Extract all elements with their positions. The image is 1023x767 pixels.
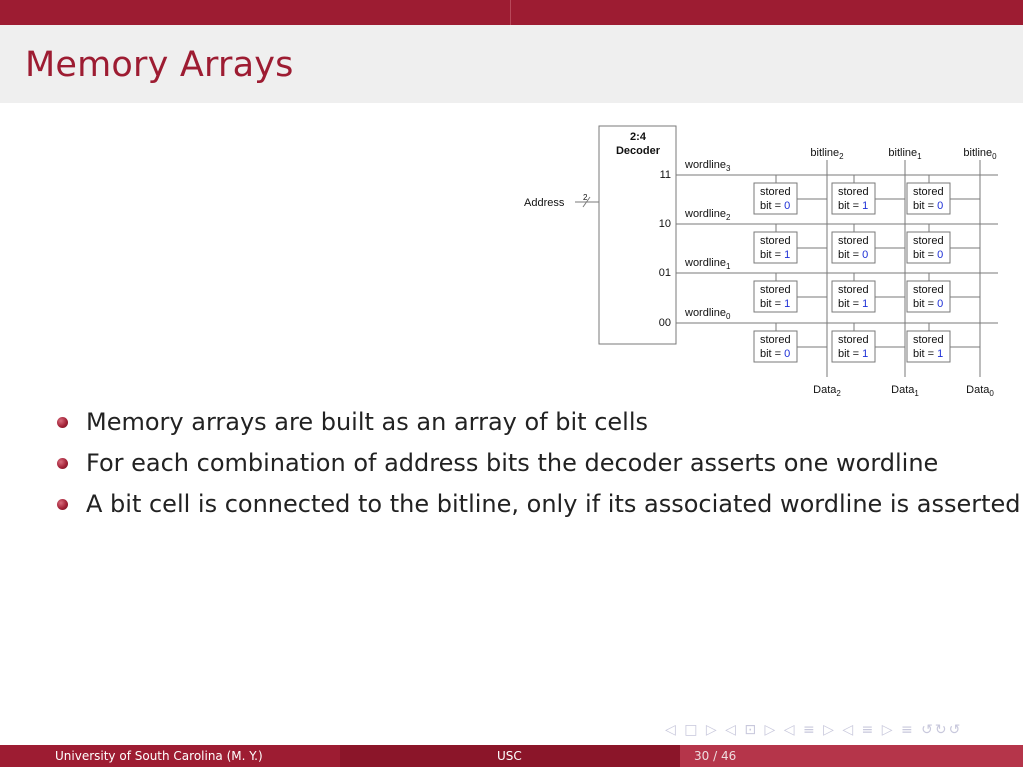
memory-array-diagram: 2:4 Decoder Address 2 11 10 01 00 wordline3… <box>524 125 998 398</box>
bit-cell: stored bit = 0 <box>831 224 905 264</box>
data-output-label: Data2 <box>813 384 841 398</box>
bullet-text: For each combination of address bits the… <box>86 449 939 477</box>
bit-cell-word: stored <box>838 235 869 247</box>
bit-cell: stored bit = 0 <box>906 175 980 215</box>
wordline-label: wordline1 <box>684 257 731 271</box>
beamer-navigation-icons[interactable]: ◁ □ ▷ ◁ ⊡ ▷ ◁ ≡ ▷ ◁ ≡ ▷ ≡ ↺↻↺ <box>665 722 963 738</box>
decoder-output-label: 11 <box>660 169 671 181</box>
footer-author: University of South Carolina (M. Y.) <box>55 749 263 763</box>
bitline-label: bitline0 <box>963 147 997 161</box>
bit-cell-word: stored <box>913 334 944 346</box>
bit-cell-word: stored <box>838 186 869 198</box>
footer-bar: University of South Carolina (M. Y.) USC… <box>0 745 1023 767</box>
bit-cell-value: bit = 0 <box>760 348 790 360</box>
bit-cell-value: bit = 1 <box>760 249 790 261</box>
bit-cell-box <box>831 330 876 363</box>
bullet-icon <box>57 499 68 510</box>
bit-cell: stored bit = 0 <box>753 323 827 363</box>
bit-cell-value: bit = 0 <box>913 298 943 310</box>
bit-cell-value: bit = 1 <box>838 348 868 360</box>
address-width-label: 2 <box>583 193 588 202</box>
title-bar <box>0 25 1023 103</box>
bit-cell-box <box>906 280 951 313</box>
bit-cell-box <box>831 182 876 215</box>
bit-cell: stored bit = 1 <box>831 323 905 363</box>
bit-cell: stored bit = 0 <box>906 273 980 313</box>
decoder-outputs: 11 10 01 00 <box>659 169 671 329</box>
bit-cell: stored bit = 1 <box>753 273 827 313</box>
bullet-text: A bit cell is connected to the bitline, … <box>86 490 1021 518</box>
bit-cell-box <box>906 182 951 215</box>
decoder-output-label: 00 <box>659 317 671 329</box>
address-bus-slash <box>582 196 591 208</box>
wordline-lines: wordline3 wordline2 wordline1 wordline0 <box>676 159 998 324</box>
bitline-label: bitline2 <box>810 147 844 161</box>
bit-cell-word: stored <box>838 334 869 346</box>
bit-cell: stored bit = 1 <box>906 323 980 363</box>
bit-cell-word: stored <box>913 235 944 247</box>
bit-cell: stored bit = 0 <box>906 224 980 264</box>
bit-cell: stored bit = 1 <box>831 175 905 215</box>
wordline-label: wordline3 <box>684 159 731 173</box>
wordline-label: wordline0 <box>684 307 731 321</box>
footer-institution: USC <box>497 749 522 763</box>
bit-cell-box <box>906 231 951 264</box>
bit-cell-value: bit = 1 <box>838 200 868 212</box>
decoder-block <box>598 125 677 345</box>
bit-cell-word: stored <box>760 334 791 346</box>
bit-cell-word: stored <box>760 284 791 296</box>
footer-right: 30 / 46 <box>680 745 1023 767</box>
footer-left: University of South Carolina (M. Y.) <box>0 745 340 767</box>
bit-cell: stored bit = 1 <box>753 224 827 264</box>
bit-cell: stored bit = 1 <box>831 273 905 313</box>
bit-cell-value: bit = 0 <box>913 249 943 261</box>
bullet-list: Memory arrays are built as an array of b… <box>55 405 1021 528</box>
bit-cell-value: bit = 1 <box>913 348 943 360</box>
bullet-item: For each combination of address bits the… <box>55 446 1021 487</box>
bullet-text: Memory arrays are built as an array of b… <box>86 408 649 436</box>
data-output-label: Data1 <box>891 384 919 398</box>
decoder-ratio-label: 2:4 <box>630 131 647 143</box>
bit-cell-box <box>753 182 798 215</box>
header-divider <box>510 0 511 25</box>
bit-cell-value: bit = 0 <box>838 249 868 261</box>
address-label: Address <box>524 197 565 209</box>
slide-title: Memory Arrays <box>25 45 294 85</box>
bit-cell-box <box>753 280 798 313</box>
bit-cell-box <box>753 231 798 264</box>
bullet-item: Memory arrays are built as an array of b… <box>55 405 1021 446</box>
bit-cell-box <box>753 330 798 363</box>
wordline-label: wordline2 <box>684 208 731 222</box>
bit-cell-value: bit = 1 <box>838 298 868 310</box>
footer-page-number: 30 / 46 <box>694 749 737 763</box>
bullet-icon <box>57 417 68 428</box>
bit-cell-value: bit = 1 <box>760 298 790 310</box>
header-bar <box>0 0 1023 25</box>
bit-cell-box <box>831 280 876 313</box>
bullet-item: A bit cell is connected to the bitline, … <box>55 487 1021 528</box>
bit-cell-box <box>906 330 951 363</box>
bit-cell-word: stored <box>913 186 944 198</box>
bit-cell-word: stored <box>760 186 791 198</box>
bit-cell-value: bit = 0 <box>760 200 790 212</box>
bit-cell-word: stored <box>913 284 944 296</box>
bit-cell: stored bit = 0 <box>753 175 827 215</box>
bit-cell-word: stored <box>760 235 791 247</box>
footer-center: USC <box>340 745 680 767</box>
bullet-icon <box>57 458 68 469</box>
bit-cell-word: stored <box>838 284 869 296</box>
bitline-label: bitline1 <box>888 147 922 161</box>
decoder-name-label: Decoder <box>616 145 661 157</box>
bit-cell-box <box>831 231 876 264</box>
data-output-label: Data0 <box>966 384 994 398</box>
decoder-output-label: 01 <box>659 267 671 279</box>
bit-cell-value: bit = 0 <box>913 200 943 212</box>
decoder-output-label: 10 <box>659 218 671 230</box>
